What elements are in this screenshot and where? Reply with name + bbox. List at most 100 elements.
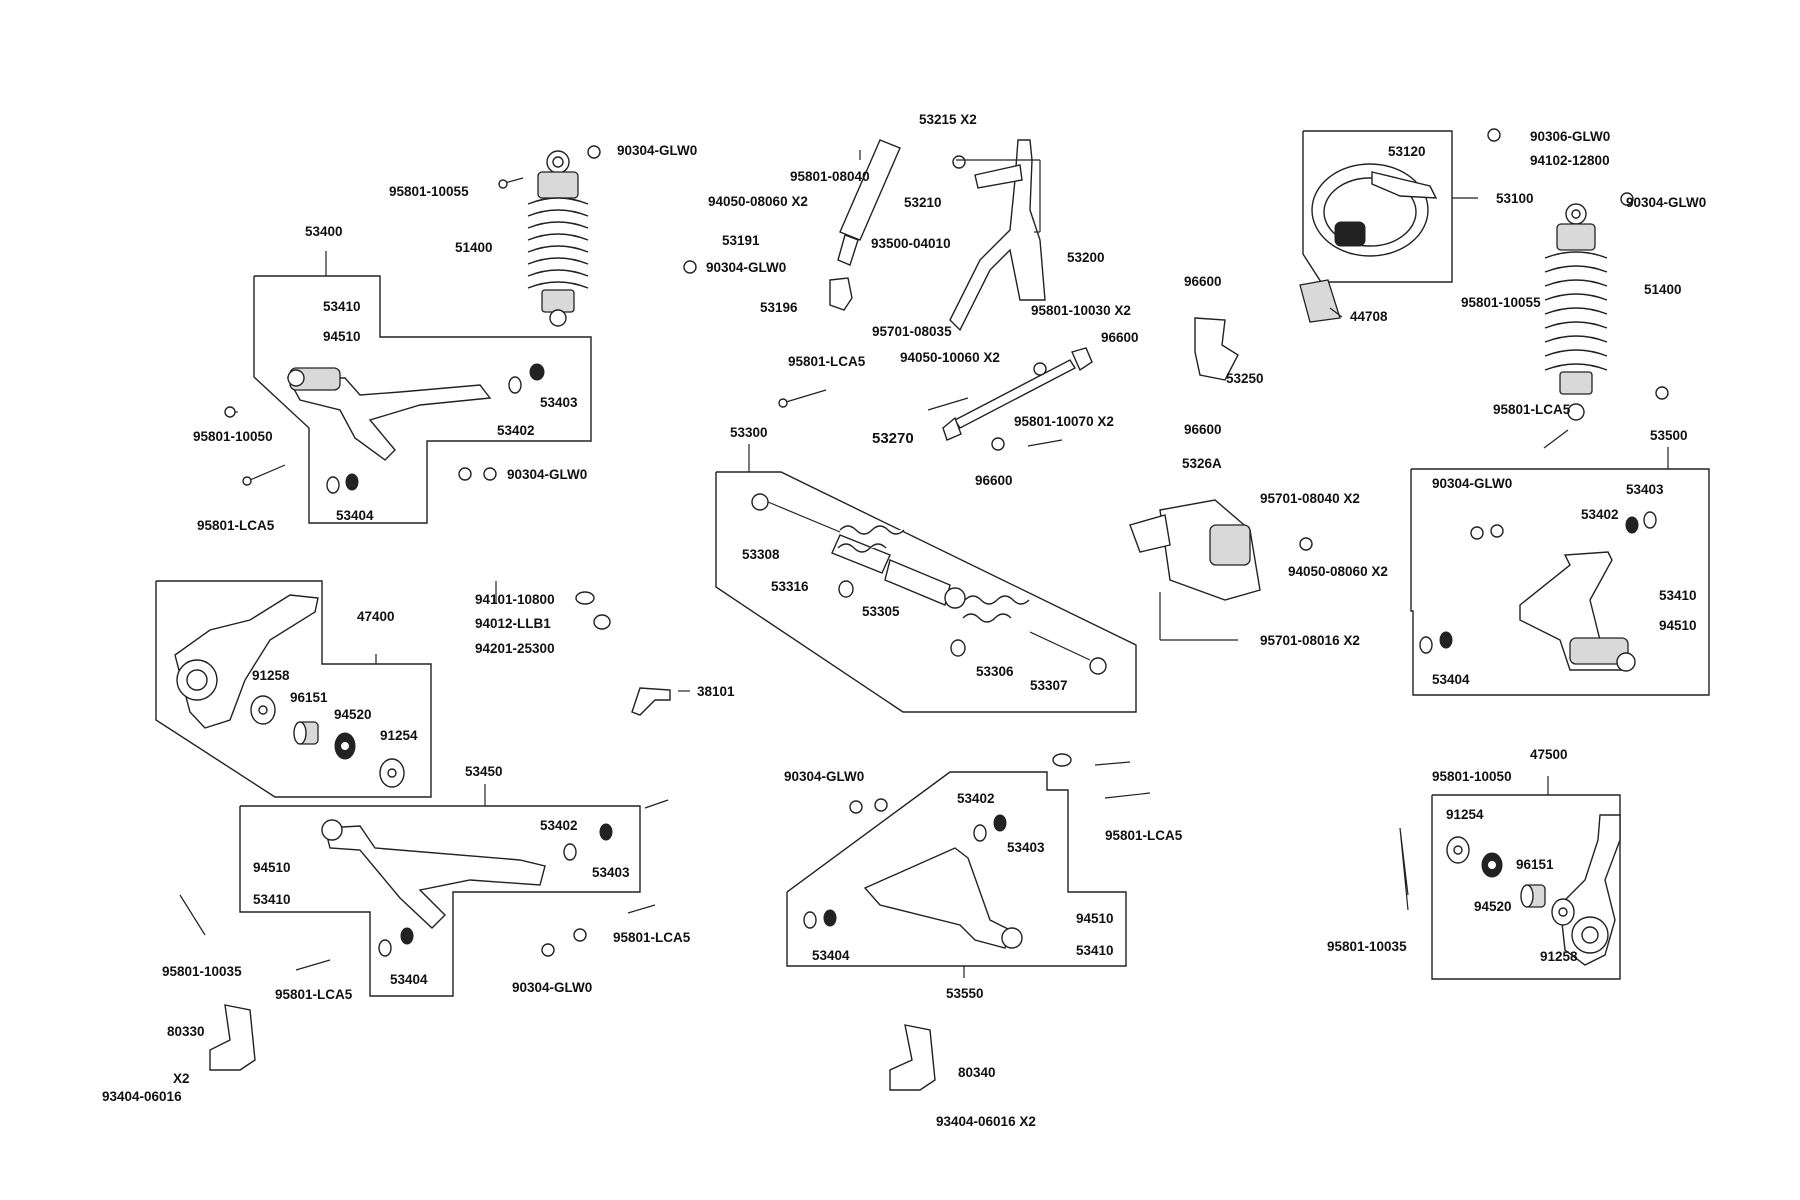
label-96600: 96600 — [1184, 422, 1222, 437]
label-90304-glw0: 90304-GLW0 — [617, 143, 697, 158]
label-53305: 53305 — [862, 604, 900, 619]
label-90304-glw0: 90304-GLW0 — [706, 260, 786, 275]
label-90306-glw0: 90306-GLW0 — [1530, 129, 1610, 144]
label-53402: 53402 — [540, 818, 578, 833]
box-53100 — [1302, 130, 1453, 283]
label-94201-25300: 94201-25300 — [475, 641, 555, 656]
label-44708: 44708 — [1350, 309, 1388, 324]
label-95701-08016: 95701-08016 X2 — [1260, 633, 1360, 648]
label-53300: 53300 — [730, 425, 768, 440]
label-95801-lca5: 95801-LCA5 — [1105, 828, 1183, 843]
knuckle-left — [174, 594, 319, 729]
label-95801-10055: 95801-10055 — [389, 184, 469, 199]
label-96600: 96600 — [975, 473, 1013, 488]
box-47400 — [155, 580, 432, 798]
label-96600: 96600 — [1101, 330, 1139, 345]
label-94101-10800: 94101-10800 — [475, 592, 555, 607]
upper-a-arm-left — [286, 367, 492, 461]
label-90304-glw0: 90304-GLW0 — [1626, 195, 1706, 210]
label-95801-lca5: 95801-LCA5 — [275, 987, 353, 1002]
label-91254: 91254 — [380, 728, 418, 743]
label-94510: 94510 — [253, 860, 291, 875]
label-96151: 96151 — [1516, 857, 1554, 872]
label-53403: 53403 — [1626, 482, 1664, 497]
knuckle-left-washers — [250, 695, 405, 788]
label-53410: 53410 — [323, 299, 361, 314]
lower-a-arm-left — [321, 819, 546, 929]
label-53200: 53200 — [1067, 250, 1105, 265]
label-95701-08035: 95701-08035 — [872, 324, 952, 339]
label-51400: 51400 — [1644, 282, 1682, 297]
label-53400: 53400 — [305, 224, 343, 239]
upper-a-arm-right — [1519, 551, 1636, 672]
leader-lines — [325, 150, 1669, 978]
knuckle-right — [1559, 814, 1621, 966]
label-94520: 94520 — [1474, 899, 1512, 914]
label-95801-lca5: 95801-LCA5 — [613, 930, 691, 945]
label-53250: 53250 — [1226, 371, 1264, 386]
hardware — [179, 128, 1669, 971]
label-91254: 91254 — [1446, 807, 1484, 822]
label-5326a: 5326A — [1182, 456, 1222, 471]
knuckle-right-washers — [1446, 836, 1575, 926]
label-90304-glw0: 90304-GLW0 — [512, 980, 592, 995]
label-53100: 53100 — [1496, 191, 1534, 206]
label-90304-glw0: 90304-GLW0 — [1432, 476, 1512, 491]
label-53402: 53402 — [1581, 507, 1619, 522]
pad-44708 — [1299, 279, 1341, 323]
label-94510: 94510 — [1659, 618, 1697, 633]
label-80340: 80340 — [958, 1065, 996, 1080]
label-90304-glw0: 90304-GLW0 — [784, 769, 864, 784]
label-47400: 47400 — [357, 609, 395, 624]
steering-rack — [751, 493, 1107, 675]
label-53270: 53270 — [872, 430, 914, 447]
label-90304-glw0: 90304-GLW0 — [507, 467, 587, 482]
label-94102-12800: 94102-12800 — [1530, 153, 1610, 168]
label-95801-08040: 95801-08040 — [790, 169, 870, 184]
label-80330: 80330 — [167, 1024, 205, 1039]
label-53404: 53404 — [1432, 672, 1470, 687]
label-53550: 53550 — [946, 986, 984, 1001]
shock-absorber-right — [1544, 203, 1608, 421]
box-53400 — [253, 275, 592, 524]
label-93404-06016-x2: 93404-06016 X2 — [936, 1114, 1036, 1129]
steering-wheel — [1311, 163, 1438, 257]
box-53550 — [786, 771, 1127, 967]
box-53300 — [715, 471, 1137, 713]
intermediate-shaft — [942, 347, 1093, 441]
label-53500: 53500 — [1650, 428, 1688, 443]
box-53500 — [1410, 468, 1710, 696]
label-53306: 53306 — [976, 664, 1014, 679]
universal-joint — [1194, 317, 1239, 381]
box-47500 — [1431, 794, 1621, 980]
label-96151: 96151 — [290, 690, 328, 705]
guard-80340 — [889, 1024, 936, 1091]
label-51400: 51400 — [455, 240, 493, 255]
label-93404-06016: 93404-06016 — [102, 1089, 182, 1104]
label-95801-10050: 95801-10050 — [193, 429, 273, 444]
label-53410: 53410 — [253, 892, 291, 907]
part-drawings — [174, 139, 1636, 1091]
label-95801-10055: 95801-10055 — [1461, 295, 1541, 310]
label-94520: 94520 — [334, 707, 372, 722]
label-38101: 38101 — [697, 684, 735, 699]
label-94510: 94510 — [323, 329, 361, 344]
label-53196: 53196 — [760, 300, 798, 315]
label-53402: 53402 — [497, 423, 535, 438]
label-95801-lca5: 95801-LCA5 — [197, 518, 275, 533]
label-53308: 53308 — [742, 547, 780, 562]
label-91258: 91258 — [1540, 949, 1578, 964]
label-95801-10035: 95801-10035 — [1327, 939, 1407, 954]
part-labels: 90304-GLW0 95801-10055 51400 53400 53410… — [102, 112, 1706, 1129]
label-53403: 53403 — [1007, 840, 1045, 855]
eps-unit — [1129, 499, 1261, 601]
label-95801-lca5: 95801-LCA5 — [788, 354, 866, 369]
label-53120: 53120 — [1388, 144, 1426, 159]
label-96600: 96600 — [1184, 274, 1222, 289]
group-boxes — [155, 130, 1710, 997]
box-53450 — [239, 805, 641, 997]
label-53404: 53404 — [336, 508, 374, 523]
label-53410: 53410 — [1659, 588, 1697, 603]
